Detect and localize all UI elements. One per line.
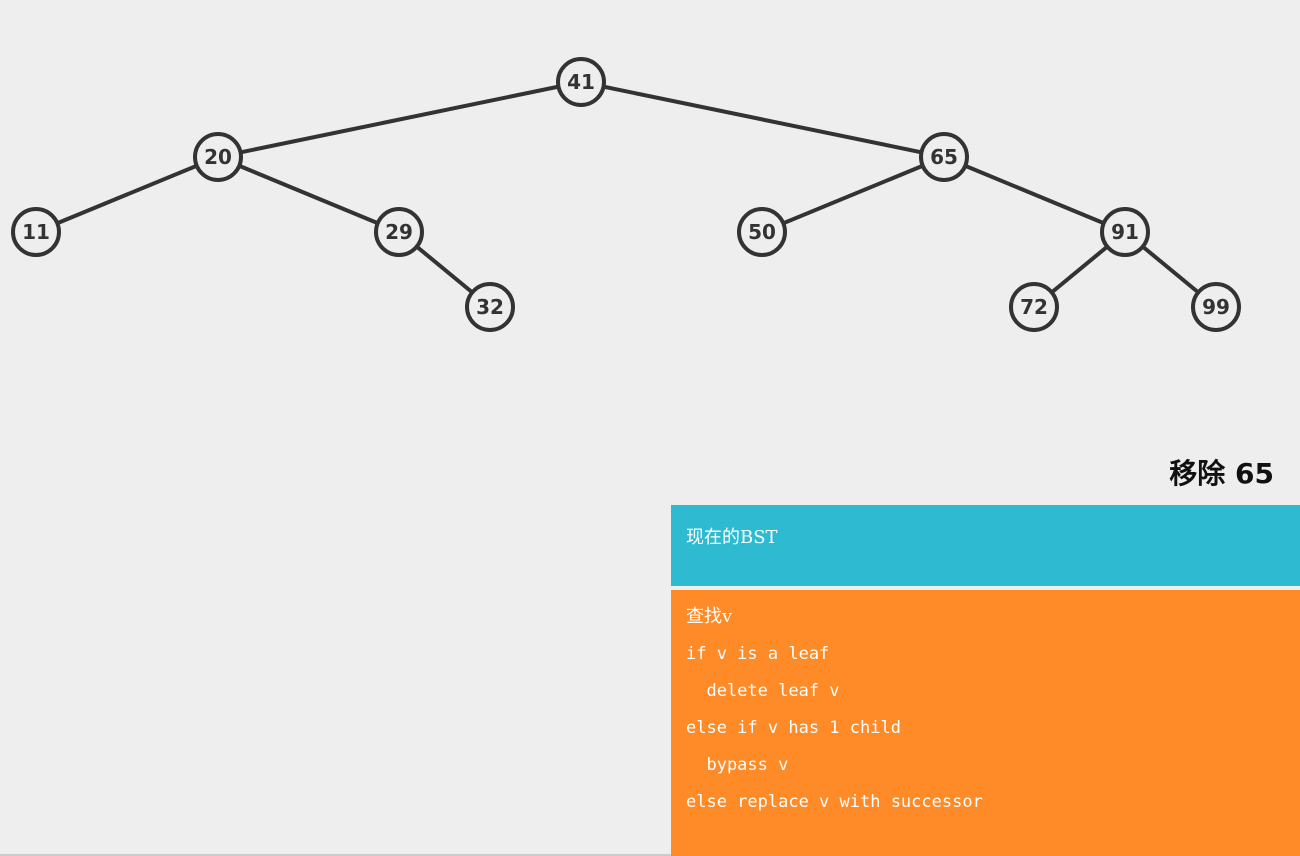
tree-node-29[interactable]: 29 bbox=[374, 207, 424, 257]
tree-edges bbox=[34, 80, 1218, 309]
node-label: 20 bbox=[204, 145, 232, 169]
code-line: else if v has 1 child bbox=[686, 718, 901, 738]
tree-node-65[interactable]: 65 bbox=[919, 132, 969, 182]
node-circle bbox=[737, 207, 787, 257]
code-line: bypass v bbox=[686, 755, 789, 775]
node-circle bbox=[1191, 282, 1241, 332]
node-circle bbox=[556, 57, 606, 107]
tree-node-99[interactable]: 99 bbox=[1191, 282, 1241, 332]
node-label: 91 bbox=[1111, 220, 1139, 244]
node-label: 99 bbox=[1202, 295, 1230, 319]
tree-edge-65-91 bbox=[942, 155, 1127, 234]
node-label: 50 bbox=[748, 220, 776, 244]
node-circle bbox=[1100, 207, 1150, 257]
tree-node-20[interactable]: 20 bbox=[193, 132, 243, 182]
tree-node-72[interactable]: 72 bbox=[1009, 282, 1059, 332]
tree-node-11[interactable]: 11 bbox=[11, 207, 61, 257]
node-circle bbox=[1009, 282, 1059, 332]
tree-nodes: 41 20 65 11 29 50 91 32 72 99 bbox=[11, 57, 1241, 332]
node-circle bbox=[465, 282, 515, 332]
node-circle bbox=[374, 207, 424, 257]
node-label: 32 bbox=[476, 295, 504, 319]
node-label: 65 bbox=[930, 145, 958, 169]
code-line: if v is a leaf bbox=[686, 644, 830, 664]
node-circle bbox=[919, 132, 969, 182]
tree-edge-20-29 bbox=[216, 155, 401, 234]
status-panel: 现在的BST bbox=[671, 505, 1300, 586]
divider bbox=[0, 854, 671, 856]
tree-edge-41-20 bbox=[216, 80, 583, 159]
node-circle bbox=[11, 207, 61, 257]
tree-node-32[interactable]: 32 bbox=[465, 282, 515, 332]
pseudocode-panel: 查找v if v is a leaf delete leaf v else if… bbox=[671, 590, 1300, 856]
code-line: else replace v with successor bbox=[686, 792, 983, 812]
tree-edge-41-65 bbox=[579, 80, 946, 159]
tree-node-91[interactable]: 91 bbox=[1100, 207, 1150, 257]
code-line: 查找v bbox=[686, 606, 733, 627]
node-circle bbox=[193, 132, 243, 182]
tree-edge-20-11 bbox=[34, 155, 220, 234]
node-label: 29 bbox=[385, 220, 413, 244]
tree-edge-65-50 bbox=[760, 155, 946, 234]
operation-title: 移除 65 bbox=[1169, 457, 1274, 490]
code-line: delete leaf v bbox=[686, 681, 840, 701]
node-label: 41 bbox=[567, 70, 595, 94]
status-text: 现在的BST bbox=[686, 527, 778, 548]
node-label: 11 bbox=[22, 220, 50, 244]
tree-node-41[interactable]: 41 bbox=[556, 57, 606, 107]
node-label: 72 bbox=[1020, 295, 1048, 319]
tree-node-50[interactable]: 50 bbox=[737, 207, 787, 257]
